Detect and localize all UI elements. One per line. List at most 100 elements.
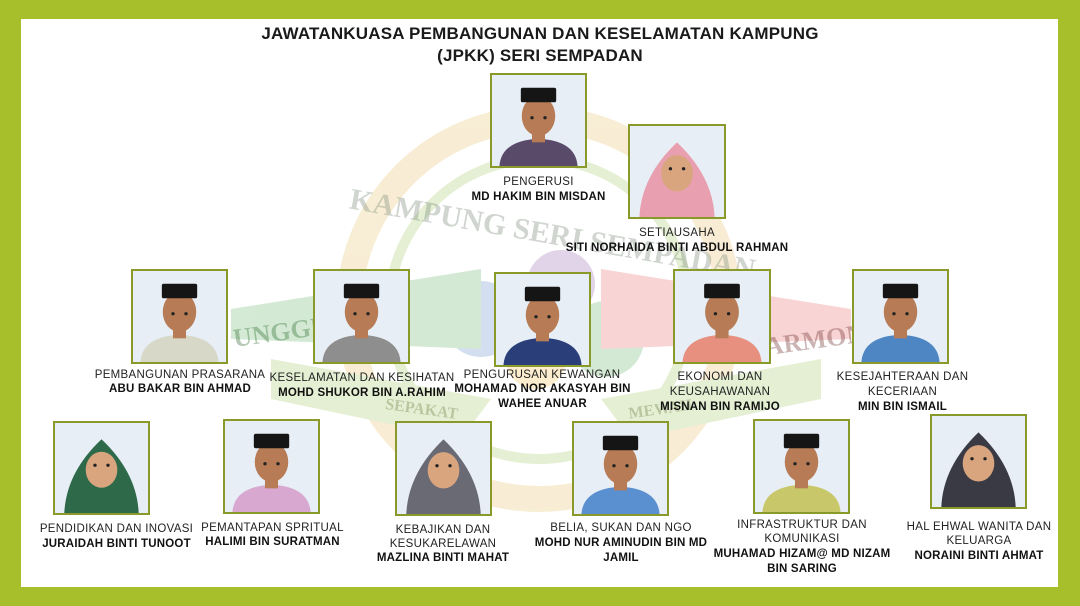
portrait-illustration	[639, 142, 715, 217]
member-role: KEUSAHAWANAN	[669, 386, 771, 398]
member-role: HAL EHWAL WANITA DAN	[906, 521, 1052, 533]
songkok-shape	[161, 283, 198, 299]
face-shape	[962, 445, 995, 482]
member-name: MOHAMAD NOR AKASYAH BIN	[454, 383, 631, 395]
eye-right	[543, 116, 547, 120]
member-role: KEBAJIKAN DAN	[395, 524, 491, 536]
eye-left	[713, 312, 718, 316]
member-photo	[572, 421, 669, 516]
eye-right	[276, 462, 280, 466]
songkok-shape	[343, 283, 380, 299]
title-line-1: JAWATANKUASA PEMBANGUNAN DAN KESELAMATAN…	[261, 24, 819, 43]
eye-right	[106, 463, 110, 467]
shirt-shape	[499, 138, 578, 166]
member-role: KECERIAAN	[867, 386, 938, 398]
eye-right	[681, 167, 686, 171]
songkok-shape	[602, 435, 639, 451]
member-name: MIN BIN ISMAIL	[857, 401, 948, 413]
portrait-illustration	[941, 432, 1016, 507]
member-name: JURAIDAH BINTI TUNOOT	[42, 538, 191, 550]
member-name: WAHEE ANUAR	[498, 398, 587, 410]
eye-left	[668, 167, 673, 171]
member-photo	[673, 269, 771, 364]
shirt-shape	[232, 484, 311, 512]
member-name: MISNAN BIN RAMIJO	[660, 401, 780, 413]
eye-right	[625, 464, 629, 468]
member-name: HALIMI BIN SURATMAN	[205, 536, 340, 548]
member-role: EKONOMI DAN	[677, 371, 763, 383]
eye-left	[171, 312, 175, 316]
member-role: KESELAMATAN DAN KESIHATAN	[269, 372, 455, 384]
portrait-illustration	[682, 283, 762, 362]
shirt-shape	[581, 486, 660, 514]
member-photo	[628, 124, 726, 219]
member-photo	[490, 73, 587, 168]
face-shape	[705, 291, 739, 332]
eye-left	[892, 312, 896, 316]
eye-left	[793, 462, 797, 466]
member-photo	[852, 269, 949, 364]
songkok-shape	[783, 433, 820, 449]
member-photo	[395, 421, 492, 516]
member-name: MAZLINA BINTI MAHAT	[376, 552, 510, 564]
face-shape	[525, 294, 560, 335]
member-role: KESEJAHTERAAN DAN	[836, 371, 969, 383]
portrait-illustration	[232, 433, 311, 512]
shirt-shape	[322, 334, 401, 362]
face-shape	[784, 441, 819, 482]
eye-left	[353, 312, 357, 316]
member-role: PEMBANGUNAN PRASARANA	[94, 369, 266, 381]
songkok-shape	[520, 87, 557, 103]
portrait-illustration	[499, 87, 578, 166]
portrait-illustration	[140, 283, 219, 362]
member-name: MUHAMAD HIZAM@ MD NIZAM	[713, 548, 891, 560]
eye-left	[530, 116, 534, 120]
eye-right	[806, 462, 810, 466]
shirt-shape	[503, 337, 582, 365]
member-photo	[494, 272, 591, 367]
eye-right	[366, 312, 370, 316]
member-role: PENGERUSI	[503, 176, 574, 188]
portrait-illustration	[762, 433, 841, 512]
member-photo	[223, 419, 320, 514]
eye-left	[263, 462, 267, 466]
member-photo	[313, 269, 410, 364]
eye-left	[435, 464, 439, 468]
title-line-2: (JPKK) SERI SEMPADAN	[437, 46, 643, 65]
portrait-illustration	[861, 283, 940, 362]
eye-right	[905, 312, 909, 316]
songkok-shape	[704, 283, 740, 299]
eye-right	[983, 457, 987, 461]
face-shape	[661, 155, 693, 192]
member-photo	[53, 421, 150, 515]
member-name: MOHD NUR AMINUDIN BIN MD	[534, 537, 708, 549]
songkok-shape	[253, 433, 290, 449]
face-shape	[85, 451, 118, 488]
shirt-shape	[762, 484, 841, 512]
member-name: MOHD SHUKOR BIN A.RAHIM	[278, 387, 446, 399]
member-role: PENDIDIKAN DAN INOVASI	[39, 523, 194, 535]
portrait-illustration	[406, 439, 481, 514]
member-role: KELUARGA	[946, 535, 1012, 547]
face-shape	[162, 291, 197, 332]
eye-left	[534, 315, 538, 319]
member-role: BELIA, SUKAN DAN NGO	[550, 522, 692, 534]
eye-right	[448, 464, 452, 468]
member-name: JAMIL	[603, 552, 639, 564]
shirt-shape	[682, 334, 762, 362]
member-name: BIN SARING	[767, 563, 837, 575]
eye-right	[547, 315, 551, 319]
portrait-illustration	[581, 435, 660, 514]
eye-right	[184, 312, 188, 316]
member-role: KESUKARELAWAN	[389, 538, 497, 550]
member-photo	[131, 269, 228, 364]
eye-left	[970, 457, 974, 461]
portrait-illustration	[64, 439, 139, 513]
member-name: MD HAKIM BIN MISDAN	[471, 191, 606, 203]
shirt-shape	[140, 334, 219, 362]
member-photo	[753, 419, 850, 514]
face-shape	[344, 291, 379, 332]
eye-right	[726, 312, 731, 316]
portrait-illustration	[322, 283, 401, 362]
member-name: NORAINI BINTI AHMAT	[914, 550, 1044, 562]
